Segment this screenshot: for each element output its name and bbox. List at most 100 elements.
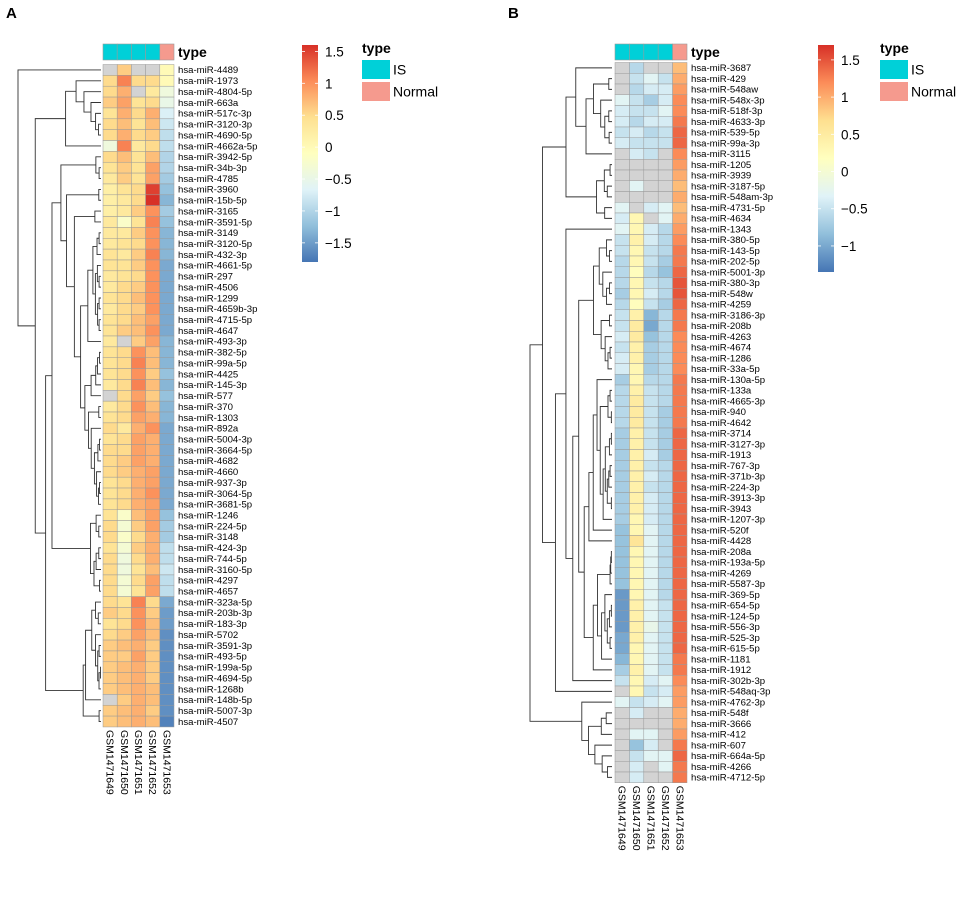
heatmap-cell [673,159,687,170]
heatmap-cell [658,632,672,643]
heatmap-cell [131,217,145,228]
heatmap-cell [629,149,643,160]
row-label: hsa-miR-148b-5p [178,695,252,706]
heatmap-cell [117,293,131,304]
heatmap-cell [131,434,145,445]
dendrogram-branch [100,439,101,450]
heatmap-cell [644,718,658,729]
row-label: hsa-miR-4425 [178,369,238,380]
heatmap-cell [615,299,629,310]
heatmap-cell [629,740,643,751]
heatmap-cell [644,84,658,95]
heatmap-cell [673,235,687,246]
heatmap-cell [644,127,658,138]
heatmap-cell [673,84,687,95]
heatmap-cell [117,705,131,716]
dendrogram-branch [99,298,101,309]
heatmap-cell [644,632,658,643]
heatmap-cell [629,568,643,579]
column-label: GSM1471653 [673,786,685,851]
dendrogram-branch [609,111,612,122]
heatmap-cell [615,600,629,611]
heatmap-cell [117,716,131,727]
heatmap-cell [131,271,145,282]
legend-label: Normal [393,84,438,100]
heatmap-cell [117,499,131,510]
heatmap-cell [629,116,643,127]
row-label: hsa-miR-429 [691,74,746,85]
color-bar [302,45,318,262]
row-label: hsa-miR-3187-5p [691,181,765,192]
heatmap-cell [644,450,658,461]
row-label: hsa-miR-4489 [178,65,238,76]
heatmap-cell [131,260,145,271]
dendrogram-branch [94,561,100,585]
heatmap-cell [160,65,174,76]
heatmap-cell [103,130,117,141]
heatmap-cell [117,662,131,673]
heatmap-cell [160,434,174,445]
heatmap-cell [160,597,174,608]
heatmap-cell [615,428,629,439]
dendrogram-branch [530,345,582,721]
color-bar-tick-label: −1.5 [325,236,352,251]
heatmap-cell [658,557,672,568]
heatmap-cell [658,342,672,353]
heatmap-cell [615,256,629,267]
panel-label: B [508,5,519,22]
row-label: hsa-miR-3681-5p [178,500,252,511]
dendrogram-branch [600,407,608,495]
heatmap-cell [629,267,643,278]
heatmap-cell [644,170,658,181]
row-label: hsa-miR-323a-5p [178,597,252,608]
row-label: hsa-miR-3666 [691,719,751,730]
heatmap-cell [160,716,174,727]
color-bar-tick-label: 0 [325,140,333,155]
heatmap-cell [103,108,117,119]
heatmap-cell [103,369,117,380]
heatmap-cell [103,705,117,716]
heatmap-cell [644,675,658,686]
column-label: GSM1471650 [118,730,130,795]
heatmap-cell [644,740,658,751]
heatmap-cell [117,390,131,401]
heatmap-cell [629,213,643,224]
heatmap-cell [658,643,672,654]
heatmap-cell [658,450,672,461]
heatmap-cell [160,629,174,640]
dendrogram-branch [99,276,101,287]
heatmap-cell [615,514,629,525]
row-label: hsa-miR-5004-3p [178,434,252,445]
row-label: hsa-miR-615-5p [691,644,760,655]
heatmap-cell [629,374,643,385]
row-label: hsa-miR-370 [178,402,233,413]
heatmap-cell [117,608,131,619]
row-label: hsa-miR-4662a-5p [178,141,257,152]
heatmap-cell [103,282,117,293]
heatmap-cell [658,192,672,203]
column-label: GSM1471650 [630,786,642,851]
heatmap-cell [658,579,672,590]
row-label: hsa-miR-664a-5p [691,751,765,762]
heatmap-cell [131,86,145,97]
heatmap-cell [673,116,687,127]
row-label: hsa-miR-380-5p [691,235,760,246]
heatmap-cell [103,260,117,271]
dendrogram-branch [92,610,96,650]
heatmap-cell [103,629,117,640]
heatmap-cell [103,651,117,662]
heatmap-cell [103,542,117,553]
heatmap-cell [673,579,687,590]
heatmap-cell [117,597,131,608]
heatmap-cell [615,245,629,256]
heatmap-cell [146,651,160,662]
heatmap-cell [131,466,145,477]
heatmap-cell [146,412,160,423]
heatmap-cell [673,192,687,203]
heatmap-cell [673,772,687,783]
dendrogram-branch [99,526,101,537]
heatmap-cell [658,63,672,74]
dendrogram-branch [611,498,612,509]
heatmap-cell [615,546,629,557]
heatmap-cell [644,331,658,342]
